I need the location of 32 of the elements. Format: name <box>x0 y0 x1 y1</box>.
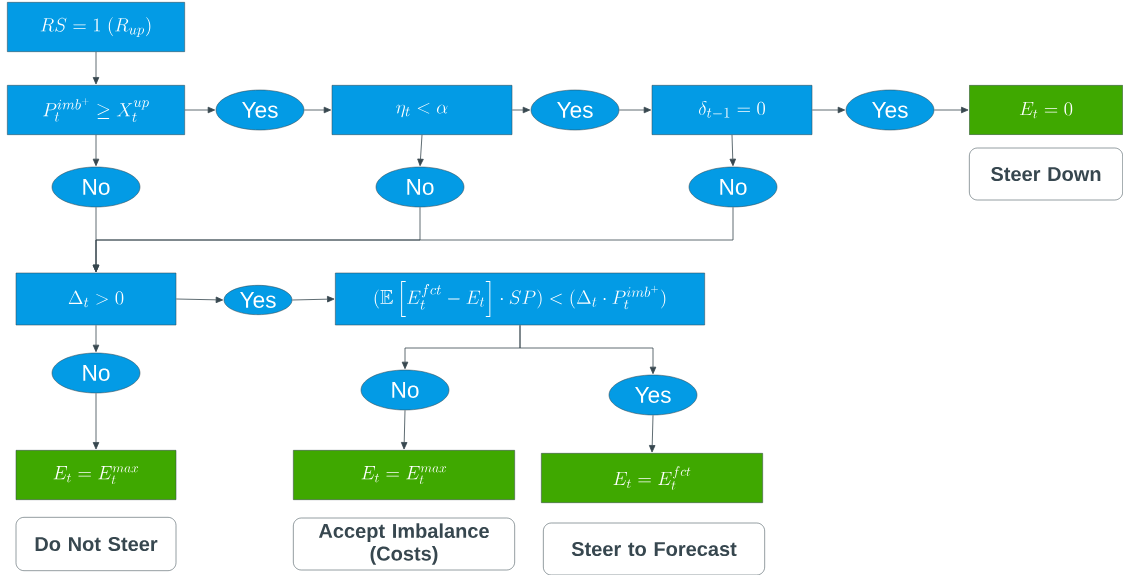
process-box: $RS = 1\;(R_{up})$ <box>7 2 185 52</box>
process-box: $\eta_t < \alpha$ <box>331 85 513 135</box>
arrow <box>184 106 216 114</box>
arrow <box>811 106 846 114</box>
arrow <box>511 106 531 114</box>
process-box: $\Delta_t > 0$ <box>15 272 177 326</box>
arrow <box>303 106 332 114</box>
arrow <box>649 414 656 453</box>
result-box: $E_t = E_t^{fct}$ <box>541 453 763 503</box>
arrow <box>92 324 100 353</box>
arrow <box>175 296 224 304</box>
process-box: $\delta_{t-1} = 0$ <box>651 85 813 135</box>
result-box: $E_t = E_t^{max}$ <box>293 450 515 500</box>
process-box: $(\mathbb{E}\left[E_t^{fct} - E_t\right] \cdot SP) < (\Delta_t \cdot P_t^{imb^+})$ <box>335 272 705 326</box>
outcome-box: Do Not Steer <box>15 517 177 571</box>
result-box: $E_t = E_t^{max}$ <box>15 450 177 500</box>
arrow <box>729 134 736 167</box>
outcome-box: Steer to Forecast <box>543 522 765 575</box>
result-box: $E_t = 0$ <box>969 85 1123 135</box>
outcome-box: Steer Down <box>969 147 1123 201</box>
arrow <box>417 134 424 167</box>
process-box: $P_t^{imb^+} \geq X_t^{up}$ <box>7 85 185 135</box>
arrow <box>400 409 408 450</box>
arrow <box>92 134 100 167</box>
arrow <box>92 51 100 85</box>
arrow <box>618 106 652 114</box>
arrow <box>92 206 734 273</box>
arrow <box>291 295 335 303</box>
outcome-box: Accept Imbalance (Costs) <box>293 517 515 571</box>
arrow <box>933 106 969 114</box>
arrow <box>92 392 100 450</box>
arrow <box>519 324 657 375</box>
